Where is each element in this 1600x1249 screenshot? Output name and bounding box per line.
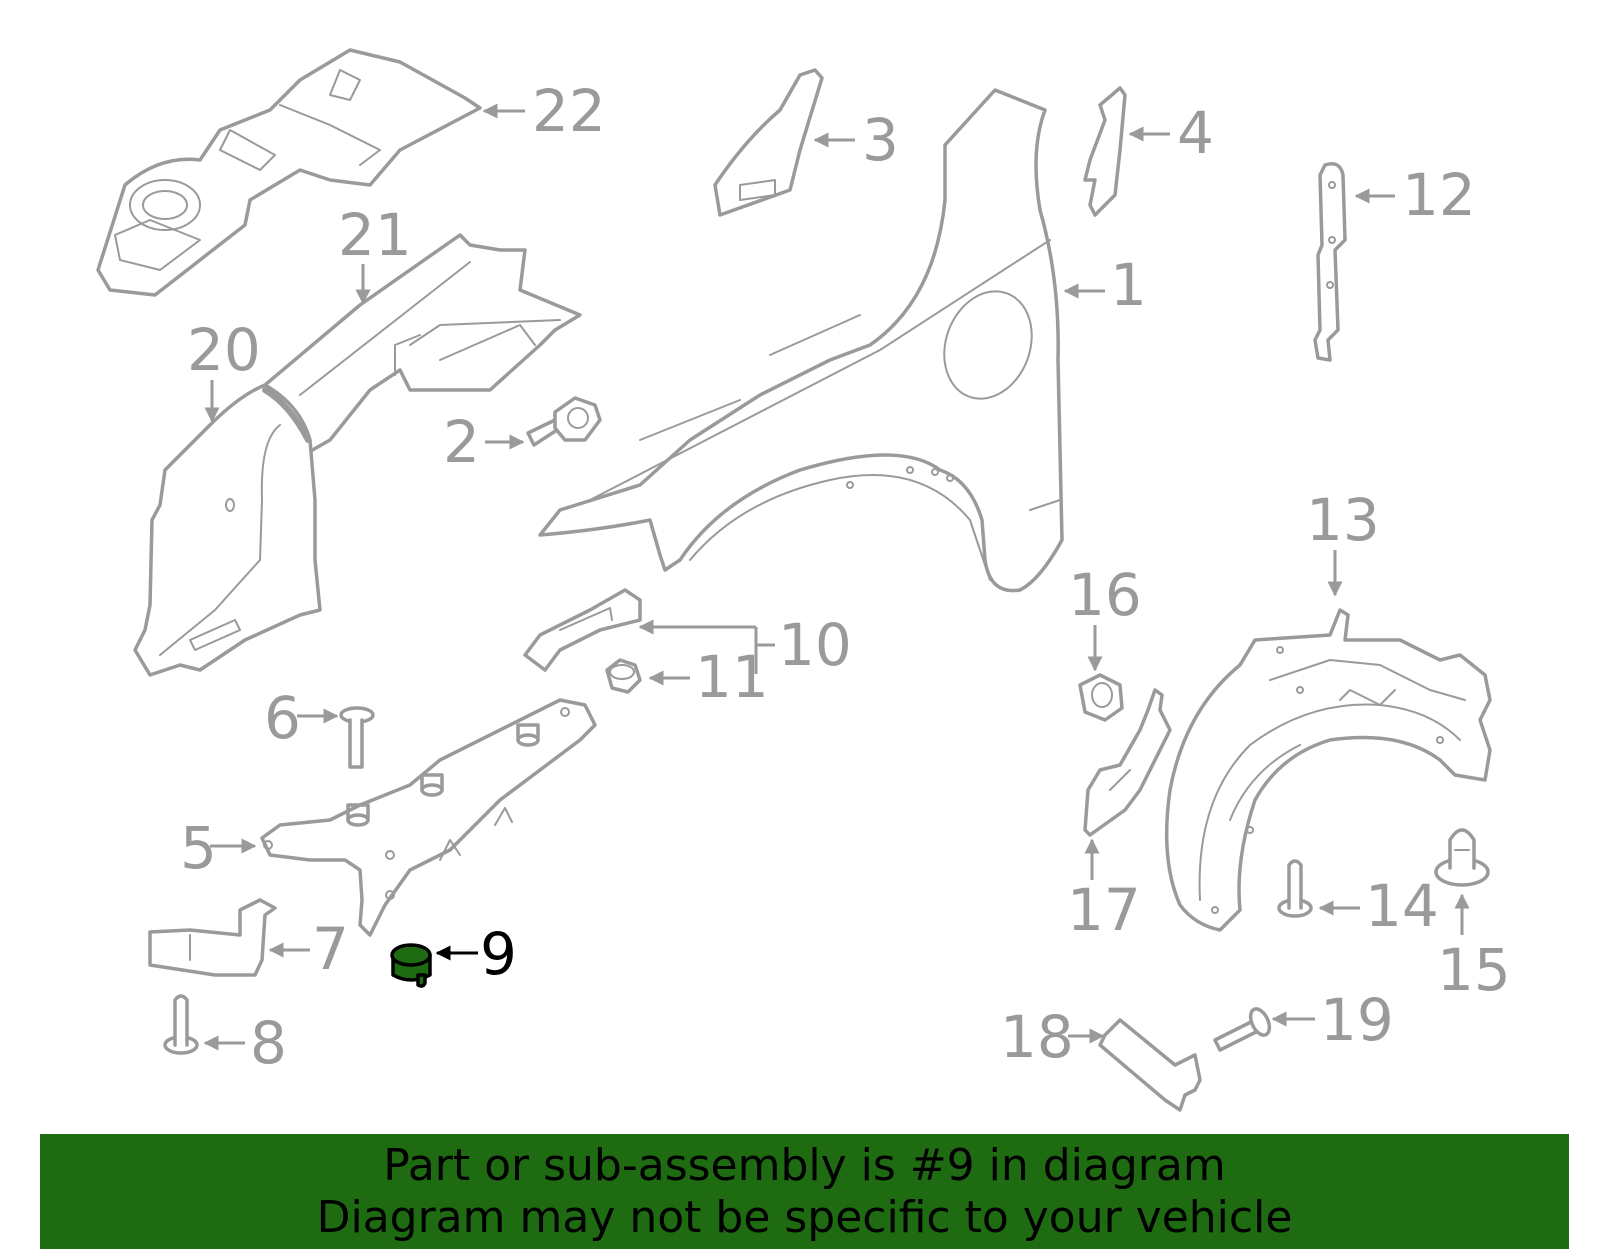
callout-17[interactable]: 17	[1067, 876, 1141, 944]
banner-line-1: Part or sub-assembly is #9 in diagram	[383, 1139, 1226, 1191]
callout-19[interactable]: 19	[1320, 986, 1394, 1054]
callout-13[interactable]: 13	[1306, 486, 1380, 554]
part-11-nut[interactable]	[605, 658, 642, 694]
part-19-bolt[interactable]	[1213, 1006, 1273, 1052]
part-12-bracket[interactable]	[1313, 162, 1347, 362]
callout-20[interactable]: 20	[187, 316, 261, 384]
info-banner: Part or sub-assembly is #9 in diagram Di…	[40, 1134, 1569, 1249]
part-1-fender[interactable]	[538, 88, 1064, 593]
part-20-wheelhouse-panel[interactable]	[133, 383, 322, 677]
part-10-bracket[interactable]	[523, 588, 642, 672]
part-8-bolt[interactable]	[163, 994, 199, 1055]
callout-1[interactable]: 1	[1110, 251, 1147, 319]
callout-12[interactable]: 12	[1402, 161, 1476, 229]
part-22-apron-cover[interactable]	[96, 48, 482, 297]
part-14-bolt[interactable]	[1277, 859, 1313, 918]
callout-6[interactable]: 6	[264, 684, 301, 752]
part-16-nut[interactable]	[1078, 673, 1124, 722]
part-4-bracket[interactable]	[1083, 86, 1127, 217]
part-18-bracket[interactable]	[1098, 1018, 1202, 1112]
callout-3[interactable]: 3	[862, 106, 899, 174]
part-7-bracket[interactable]	[148, 898, 277, 977]
banner-line-2: Diagram may not be specific to your vehi…	[316, 1191, 1293, 1243]
part-9-clip[interactable]	[390, 943, 432, 988]
part-15-push-clip[interactable]	[1434, 828, 1490, 887]
part-21-upper-rail[interactable]	[263, 233, 582, 462]
part-2-bolt[interactable]	[526, 396, 602, 447]
part-5-lower-bracket[interactable]	[260, 698, 597, 937]
part-6-pin[interactable]	[339, 706, 375, 769]
callout-2[interactable]: 2	[443, 408, 480, 476]
callout-5[interactable]: 5	[180, 814, 217, 882]
callout-9[interactable]: 9	[480, 920, 517, 988]
part-17-bracket[interactable]	[1083, 688, 1172, 837]
callout-7[interactable]: 7	[312, 915, 349, 983]
part-3-fender-bracket[interactable]	[713, 68, 824, 217]
callout-16[interactable]: 16	[1068, 561, 1142, 629]
part-13-wheelhouse-liner[interactable]	[1164, 608, 1492, 932]
callout-22[interactable]: 22	[532, 77, 606, 145]
callout-8[interactable]: 8	[250, 1009, 287, 1077]
callout-11[interactable]: 11	[695, 643, 769, 711]
callout-10[interactable]: 10	[778, 611, 852, 679]
callout-14[interactable]: 14	[1365, 872, 1439, 940]
callout-15[interactable]: 15	[1437, 936, 1511, 1004]
callout-4[interactable]: 4	[1177, 99, 1214, 167]
callout-21[interactable]: 21	[338, 201, 412, 269]
callout-18[interactable]: 18	[1000, 1003, 1074, 1071]
